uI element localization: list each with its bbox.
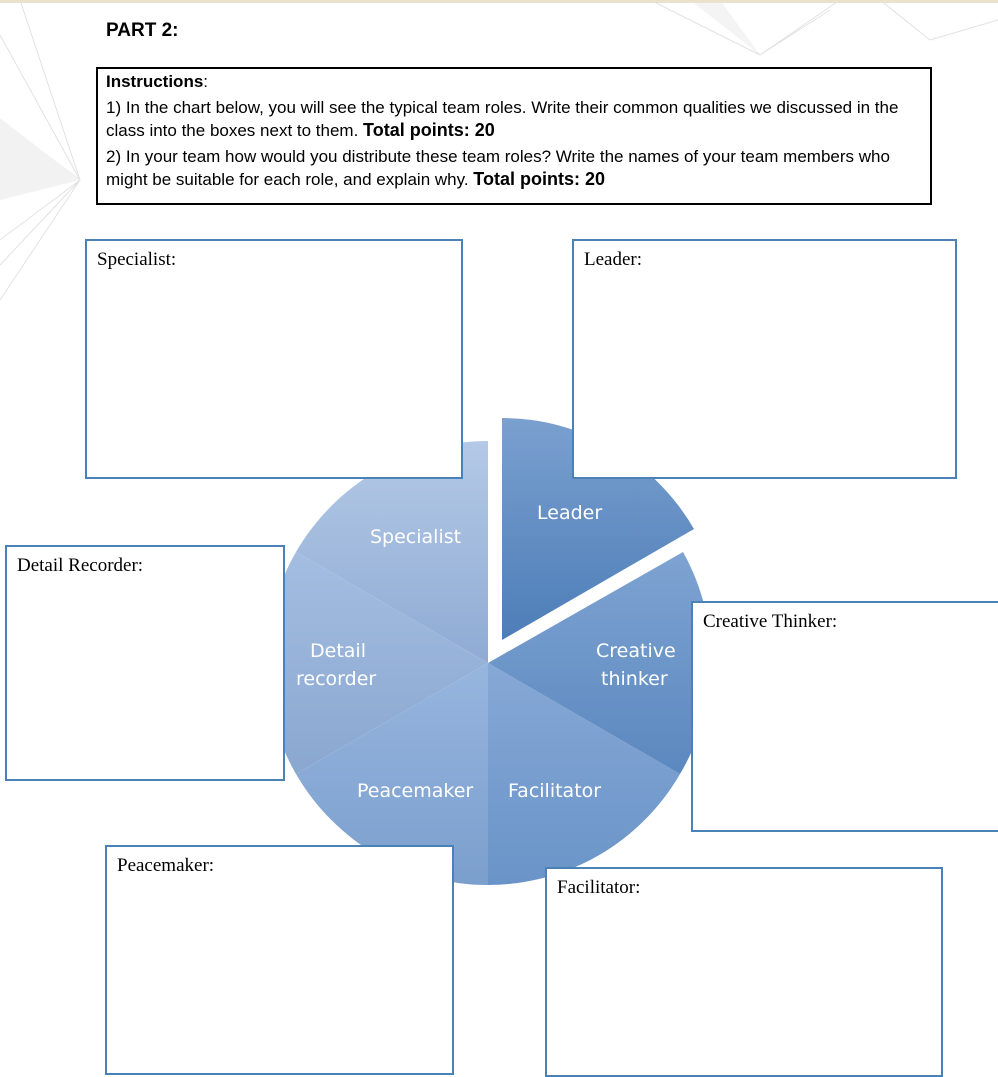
specialist-answer-box[interactable]: Specialist:	[85, 239, 463, 479]
instructions-heading: Instructions:	[106, 72, 209, 91]
pie-slice-creative-thinker	[488, 552, 712, 774]
pie-label-creative-1: Creative	[596, 640, 676, 662]
top-rule	[0, 0, 998, 3]
instructions-box: Instructions: 1) In the chart below, you…	[96, 67, 932, 205]
facilitator-box-label: Facilitator:	[557, 877, 641, 898]
pie-label-leader: Leader	[537, 502, 602, 524]
pie-label-detail-1: Detail	[310, 640, 366, 662]
creative-thinker-answer-box[interactable]: Creative Thinker:	[691, 601, 998, 832]
part-title: PART 2:	[106, 20, 179, 41]
pie-slice-facilitator	[488, 663, 680, 885]
leader-box-label: Leader:	[584, 249, 643, 270]
detail-recorder-box-label: Detail Recorder:	[17, 555, 144, 576]
peacemaker-box-label: Peacemaker:	[117, 855, 215, 876]
instruction-item-1: 1) In the chart below, you will see the …	[106, 98, 899, 140]
facilitator-answer-box[interactable]: Facilitator:	[545, 867, 943, 1077]
leader-answer-box[interactable]: Leader:	[572, 239, 957, 479]
pie-label-peacemaker: Peacemaker	[357, 780, 473, 802]
detail-recorder-answer-box[interactable]: Detail Recorder:	[5, 545, 285, 781]
pie-label-detail-2: recorder	[296, 668, 376, 690]
peacemaker-answer-box[interactable]: Peacemaker:	[105, 845, 454, 1075]
pie-label-facilitator: Facilitator	[508, 780, 601, 802]
pie-label-specialist: Specialist	[370, 526, 461, 548]
pie-label-creative-2: thinker	[601, 668, 668, 690]
creative-thinker-box-label: Creative Thinker:	[703, 611, 838, 632]
specialist-box-label: Specialist:	[97, 249, 177, 270]
pie-slice-peacemaker	[296, 663, 488, 885]
pie-slice-specialist	[296, 441, 488, 663]
instruction-item-2: 2) In your team how would you distribute…	[106, 147, 890, 189]
pie-slice-detail-recorder	[266, 552, 488, 774]
